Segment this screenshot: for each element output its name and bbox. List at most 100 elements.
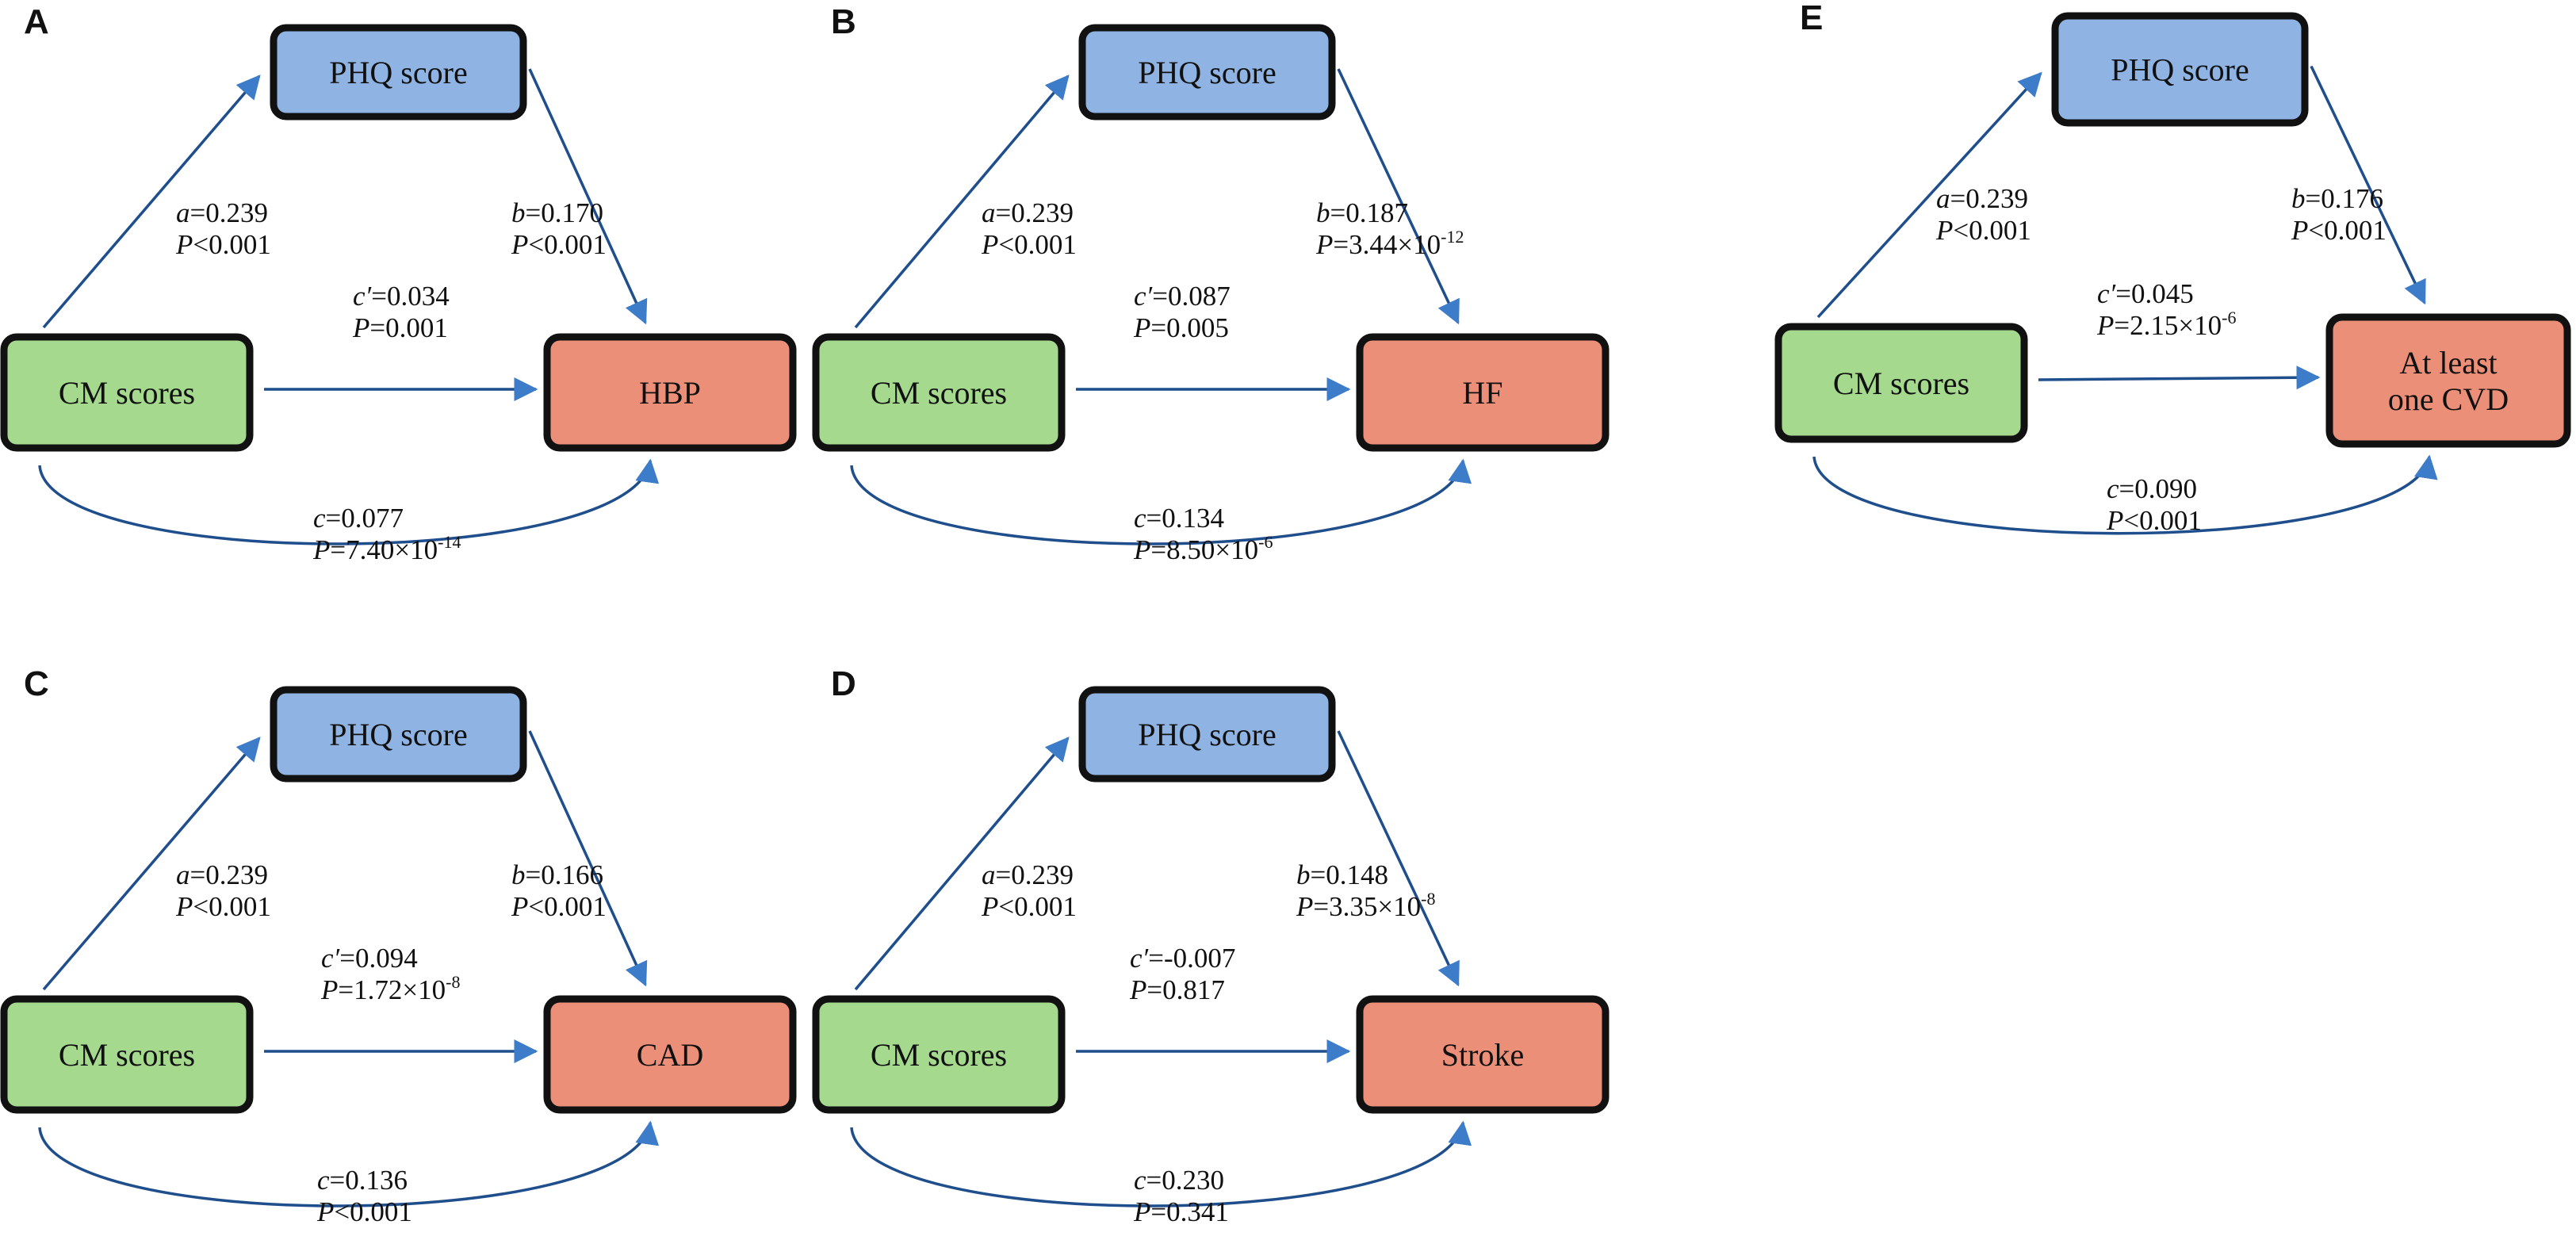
outcome-box-label: HBP: [639, 375, 701, 411]
path-c-prime-coef-symbol: c′: [353, 281, 373, 312]
path-a-coef-value: =0.239: [190, 197, 269, 228]
path-c-arc: [38, 458, 659, 545]
path-b-coef-symbol: b: [2291, 183, 2306, 214]
path-b-arrow: [1337, 730, 1460, 987]
mediator-box: PHQ score: [1078, 686, 1336, 783]
path-c-prime-coefficient: c′=0.034: [353, 281, 450, 312]
path-c-arc: [1812, 454, 2438, 535]
path-a-p-number: <0.001: [998, 229, 1077, 260]
path-a-arrow: [42, 75, 261, 329]
path-b-p-symbol: P: [2291, 215, 2308, 246]
path-c-prime-coef-symbol: c′: [1130, 943, 1150, 974]
path-a-coef-value: =0.239: [996, 859, 1074, 890]
path-c-p-number: =8.50×10: [1150, 534, 1258, 565]
outcome-box-shape: [1356, 333, 1610, 452]
path-c-prime-p-value: P=0.817: [1129, 974, 1225, 1005]
path-c-prime-p-symbol: P: [1133, 312, 1150, 343]
panel-letter: D: [831, 664, 856, 703]
path-c-prime-p-number: =1.72×10: [338, 974, 446, 1005]
outcome-box-shape: [543, 333, 797, 452]
path-c-prime-coef-symbol: c′: [2097, 278, 2117, 309]
outcome-box: CAD: [543, 995, 797, 1114]
panel-letter: E: [1800, 0, 1823, 37]
path-b-p-value: P=3.44×10-12: [1315, 227, 1464, 260]
path-a-p-symbol: P: [1935, 215, 1953, 246]
path-a-coefficient: a=0.239: [982, 197, 1074, 228]
exposure-box: CM scores: [812, 333, 1066, 452]
path-a-p-value: P<0.001: [175, 229, 271, 260]
mediator-box: PHQ score: [270, 686, 527, 783]
path-b-p-exponent: -8: [1421, 889, 1435, 909]
path-b-p-number: =3.44×10: [1333, 229, 1441, 260]
path-b-p-value: P<0.001: [2291, 215, 2387, 246]
path-a-p-symbol: P: [981, 891, 998, 922]
path-a-p-symbol: P: [175, 229, 193, 260]
path-a-coefficient: a=0.239: [176, 859, 268, 890]
path-b-coef-value: =0.148: [1311, 859, 1389, 890]
mediator-box: PHQ score: [270, 24, 527, 121]
mediator-box-label: PHQ score: [329, 717, 467, 752]
path-c-prime-arrow: [2038, 365, 2321, 390]
path-c-prime-coef-value: =0.034: [371, 281, 450, 312]
path-b-p-symbol: P: [1315, 229, 1333, 260]
path-c-prime-p-value: P=2.15×10-6: [2096, 308, 2236, 341]
exposure-box: CM scores: [1774, 323, 2028, 443]
path-a-arrow: [1816, 71, 2042, 319]
path-b-p-exponent: -12: [1441, 227, 1464, 247]
path-a-p-value: P<0.001: [981, 891, 1077, 922]
path-c-prime-p-value: P=0.005: [1133, 312, 1229, 343]
exposure-box-label: CM scores: [59, 375, 195, 411]
path-c-p-number: <0.001: [334, 1196, 412, 1227]
panel-letter: A: [24, 2, 49, 41]
path-b-p-value: P<0.001: [511, 229, 607, 260]
path-b-coefficient: b=0.187: [1316, 197, 1408, 228]
path-c-prime-p-number: =0.005: [1150, 312, 1229, 343]
path-b-coefficient: b=0.170: [511, 197, 603, 228]
exposure-box-shape: [0, 995, 254, 1114]
path-a-coefficient: a=0.239: [1936, 183, 2028, 214]
mediator-box: PHQ score: [1078, 24, 1336, 121]
panel-letter: B: [831, 2, 856, 41]
path-c-arc: [38, 1120, 659, 1207]
path-b-p-number: =3.35×10: [1313, 891, 1421, 922]
path-b-coef-symbol: b: [511, 859, 526, 890]
path-a-arrow: [854, 737, 1070, 991]
path-c-prime-coef-value: =0.094: [339, 943, 418, 974]
path-c-prime-p-number: =0.817: [1146, 974, 1225, 1005]
path-c-p-value: P<0.001: [2106, 505, 2202, 536]
mediator-box-shape: [270, 686, 527, 783]
path-c-coef-symbol: c: [2107, 473, 2119, 504]
mediator-box-shape: [1078, 24, 1336, 121]
exposure-box-label: CM scores: [871, 1037, 1007, 1073]
path-c-p-symbol: P: [312, 534, 330, 565]
mediator-box-label: PHQ score: [2111, 52, 2249, 88]
path-b-coef-symbol: b: [1316, 197, 1330, 228]
path-c-coefficient: c=0.230: [1134, 1165, 1224, 1196]
path-c-coefficient: c=0.090: [2107, 473, 2197, 504]
path-c-coef-value: =0.090: [2119, 473, 2198, 504]
mediator-box: PHQ score: [2051, 12, 2309, 127]
path-a-coef-symbol: a: [1936, 183, 1950, 214]
path-b-p-symbol: P: [511, 229, 528, 260]
path-c-prime-p-value: P=0.001: [352, 312, 448, 343]
path-a-coef-symbol: a: [982, 859, 996, 890]
path-c-prime-coef-symbol: c′: [1134, 281, 1154, 312]
path-a-coefficient: a=0.239: [982, 859, 1074, 890]
path-c-prime-coef-symbol: c′: [321, 943, 341, 974]
path-c-prime-coefficient: c′=0.087: [1134, 281, 1231, 312]
path-c-prime-coef-value: =0.087: [1152, 281, 1231, 312]
path-c-prime-coefficient: c′=0.045: [2097, 278, 2194, 309]
path-c-prime-coef-value: =0.045: [2115, 278, 2194, 309]
mediator-box-shape: [1078, 686, 1336, 783]
path-b-p-symbol: P: [511, 891, 528, 922]
path-c-prime-p-number: =0.001: [369, 312, 448, 343]
path-c-coef-symbol: c: [317, 1165, 330, 1196]
exposure-box-shape: [0, 333, 254, 452]
path-a-coef-value: =0.239: [996, 197, 1074, 228]
path-c-prime-p-value: P=1.72×10-8: [320, 972, 460, 1005]
